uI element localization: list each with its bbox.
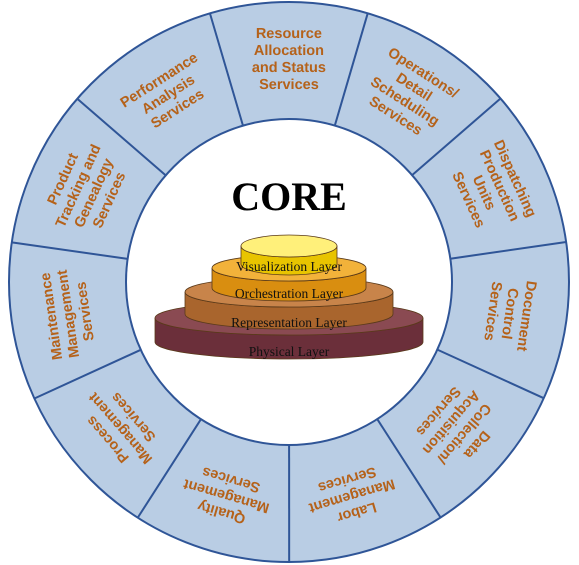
segment-label: ProductTracking andGenealogyServices (37, 135, 135, 244)
stack-layer: Visualization Layer (236, 234, 343, 276)
layer-label: Orchestration Layer (235, 286, 344, 301)
layer-stack: Physical Layer Representation Layer Orches… (154, 234, 424, 360)
segment-divider (76, 98, 167, 177)
segment-label-line: and Status (252, 60, 326, 76)
service-segment: ProductTracking andGenealogyServices (11, 135, 135, 260)
segment-divider (450, 240, 567, 260)
segment-label-line: Allocation (254, 43, 324, 59)
segment-label: LaborManagementServices (302, 459, 401, 532)
segment-divider (11, 241, 128, 260)
layer-label: Representation Layer (231, 315, 347, 330)
layer-label: Visualization Layer (236, 259, 343, 274)
segment-label-line: Services (259, 77, 319, 93)
segment-label-line: Control (498, 287, 521, 340)
segment-divider (436, 348, 545, 400)
service-segment: LaborManagementServices (302, 418, 442, 532)
core-title: CORE (231, 174, 347, 219)
segment-label-line: Resource (256, 26, 322, 42)
layer-label: Physical Layer (249, 344, 330, 359)
segment-label: DocumentControlServices (479, 275, 539, 352)
segment-divider (411, 97, 502, 176)
segment-divider (208, 13, 244, 126)
service-segment: DocumentControlServices (450, 240, 567, 352)
layer-top (240, 234, 338, 258)
segment-divider (333, 13, 369, 126)
segment-divider (136, 418, 202, 519)
segment-divider (376, 418, 442, 518)
segment-divider (33, 348, 142, 400)
